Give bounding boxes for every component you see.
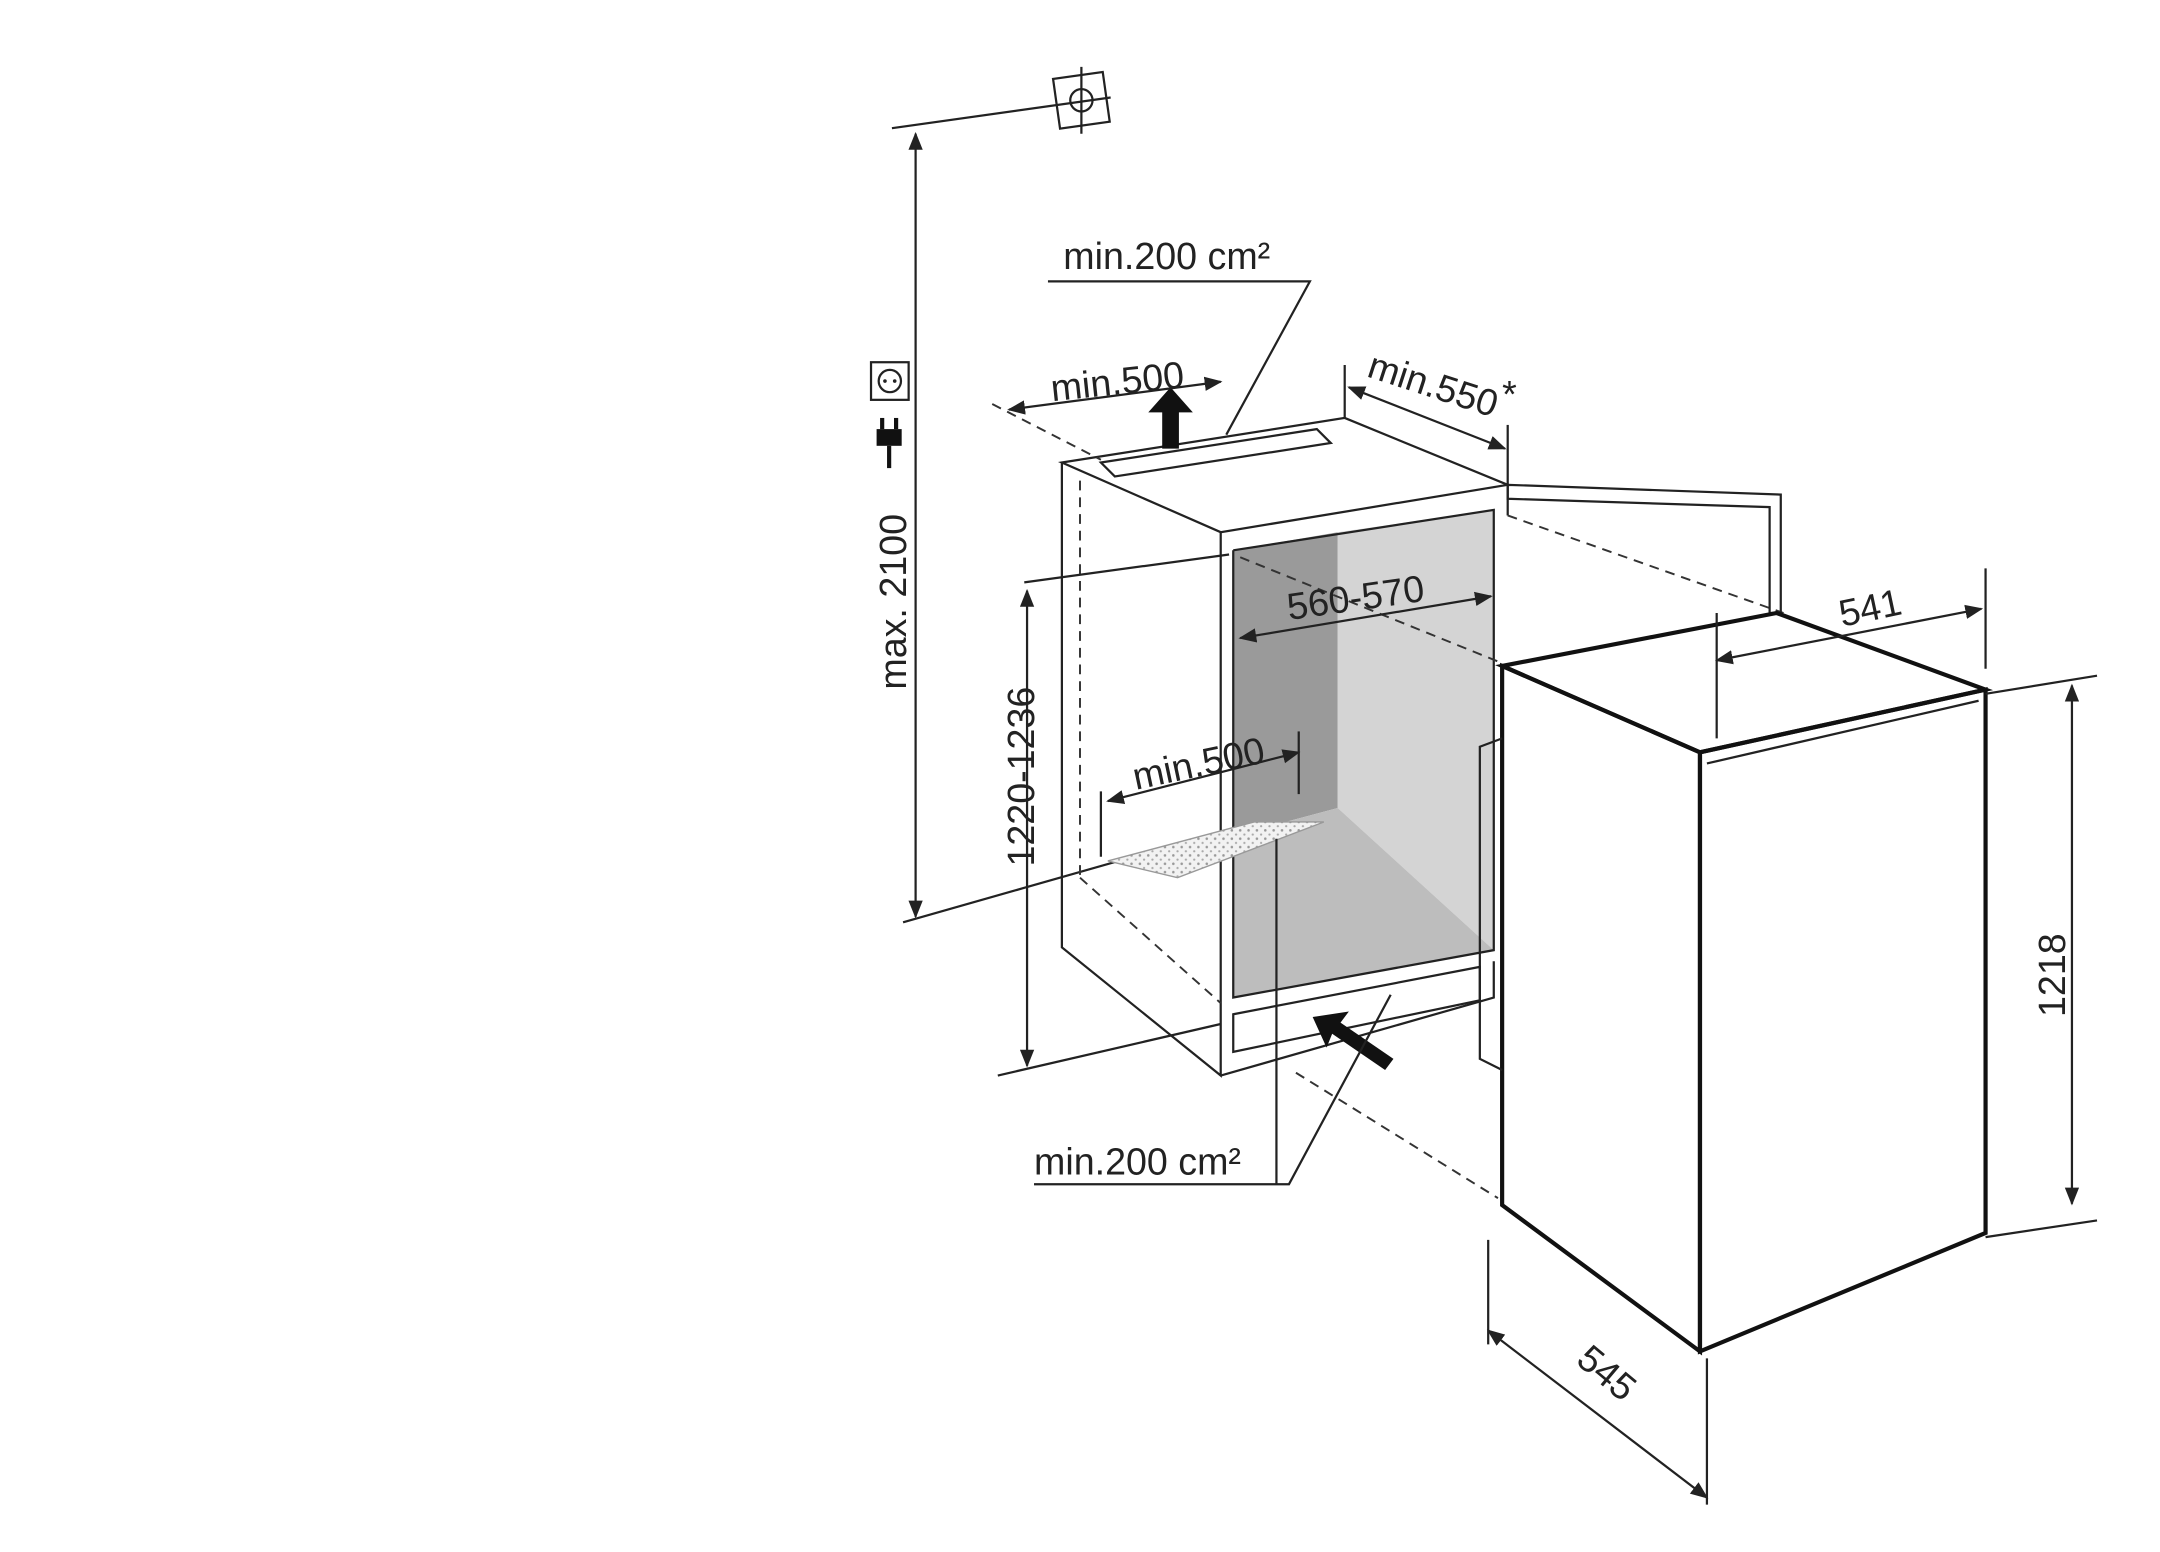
top-vent-label: min.200 cm² — [1063, 235, 1270, 277]
power-socket-icon — [869, 361, 910, 401]
door-clearance-note: * — [1502, 373, 1517, 415]
appliance-depth-label: 545 — [1569, 1336, 1644, 1409]
bottom-vent-label: min.200 cm² — [1034, 1140, 1241, 1182]
appliance-height-label: 1218 — [2031, 933, 2073, 1017]
water-connection-icon — [891, 66, 1111, 134]
floor-vent-area — [1107, 821, 1325, 879]
appliance — [1478, 610, 1994, 1356]
max-height-label: max. 2100 — [872, 514, 914, 690]
door-clearance-label: min.550 — [1363, 344, 1503, 425]
air-in-arrow-icon — [1312, 1011, 1394, 1070]
niche-height-label: 1220-1236 — [1000, 687, 1042, 867]
power-plug-icon — [876, 417, 902, 469]
niche-door — [1506, 483, 1782, 615]
top-vent-area — [1098, 427, 1334, 478]
